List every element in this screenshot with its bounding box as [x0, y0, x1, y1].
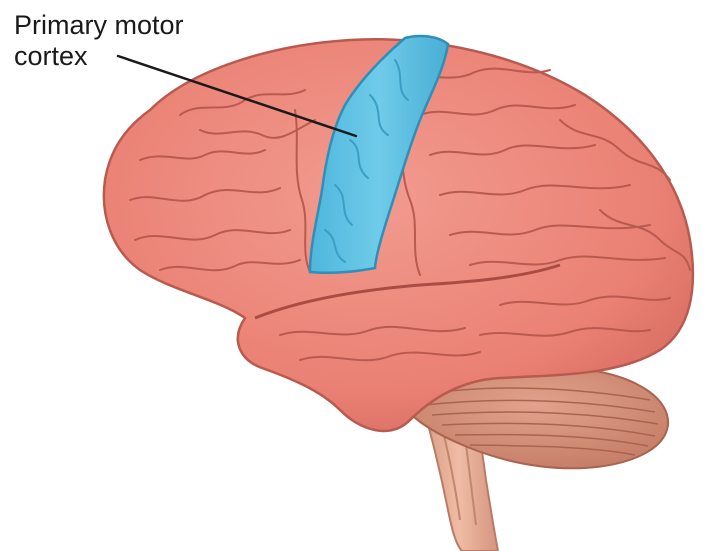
annotation-label-line-1: Primary motor — [14, 10, 184, 41]
annotation-label: Primary motor cortex — [14, 10, 184, 72]
annotation-label-line-2: cortex — [14, 41, 184, 72]
